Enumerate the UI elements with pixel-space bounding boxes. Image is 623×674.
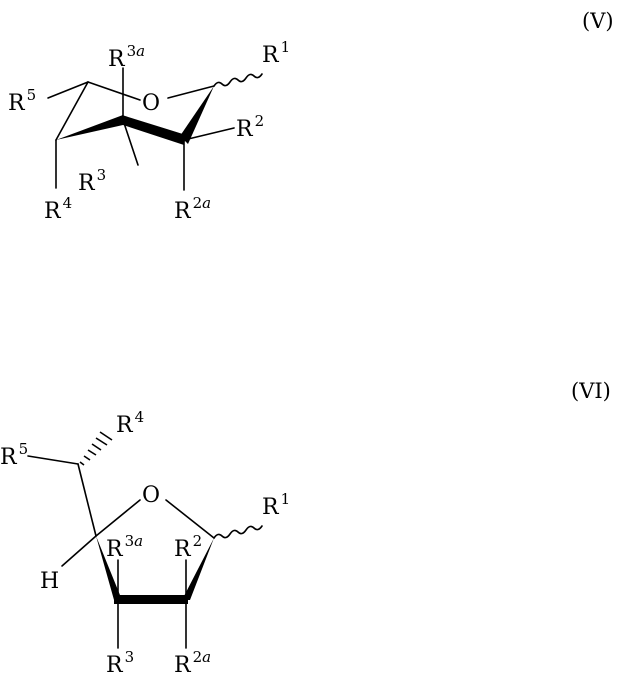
bond-c3-r3	[122, 119, 139, 166]
bond-c2-r2	[183, 127, 235, 141]
wedge-c3-c2	[122, 115, 186, 145]
bond-o-c1	[167, 85, 215, 99]
bold-bond-c3-c2	[114, 595, 188, 604]
formula-vi-tag: (VI)	[571, 379, 611, 403]
ring-oxygen-v: O	[142, 91, 160, 116]
bond-c5-o	[87, 81, 141, 101]
formula-v-tag: (V)	[582, 9, 614, 33]
wedge-c1-c2	[182, 538, 214, 600]
wavy-bond-c1-r1	[213, 525, 263, 539]
bond-c-r5	[27, 455, 79, 465]
bond-c5-r5	[47, 81, 89, 99]
wedge-c1-c2	[180, 86, 214, 144]
hashed-bond-c-r4	[79, 431, 113, 466]
wedge-c4-c3	[96, 536, 122, 600]
hydrogen-label: H	[40, 569, 59, 594]
bond-c5-c4	[55, 81, 89, 141]
wavy-bond-c1-r1	[213, 73, 263, 87]
bond-o-c1	[165, 499, 215, 539]
wedge-c4-c3	[56, 115, 123, 140]
ring-oxygen-vi: O	[142, 483, 160, 508]
bond-c4-o	[95, 499, 141, 537]
bond-c-c4	[77, 463, 97, 537]
bond-c4-h	[61, 535, 97, 567]
